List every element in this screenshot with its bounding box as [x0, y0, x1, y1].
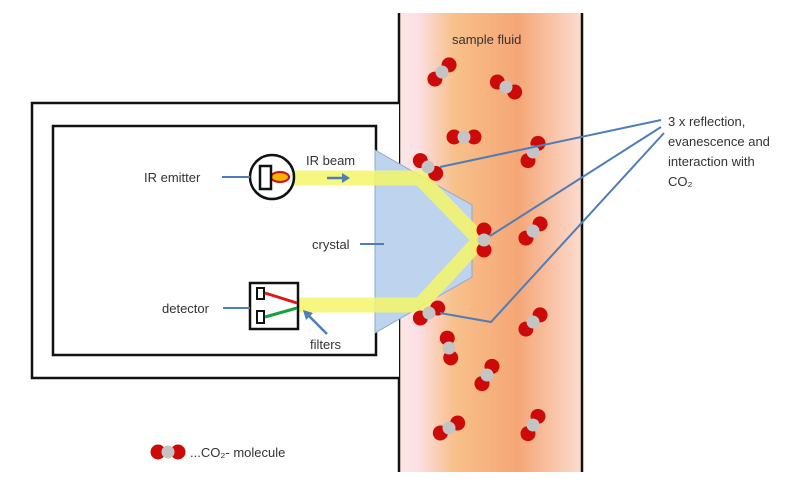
co2-molecule: [427, 57, 457, 87]
co2-molecules: [412, 57, 548, 442]
sample-fluid-label: sample fluid: [452, 32, 521, 47]
detector: [248, 281, 300, 331]
crystal: [374, 149, 473, 334]
reflection-annotation: 3 x reflection, evanescence and interact…: [668, 114, 774, 189]
ir-emitter: [248, 153, 296, 201]
annotation-line-4: CO₂: [668, 174, 693, 189]
reflection-leader-lines: [439, 119, 665, 324]
green-filter-path: [264, 306, 298, 319]
legend-co2-molecule-icon: [150, 444, 186, 460]
crystal-label: crystal: [312, 237, 350, 252]
red-filter-path: [264, 291, 298, 305]
annotation-line-1: 3 x reflection,: [668, 114, 745, 129]
ir-beam-label: IR beam: [306, 153, 355, 168]
filters-arrow-icon: [303, 310, 328, 335]
ir-emitter-label: IR emitter: [144, 170, 201, 185]
annotation-line-3: interaction with: [668, 154, 755, 169]
filters-label: filters: [310, 337, 342, 352]
co2-molecule: [474, 358, 500, 392]
co2-molecule: [520, 408, 546, 442]
co2-molecule: [489, 74, 523, 100]
co2-molecule: [518, 216, 548, 246]
emitter-flame-icon: [270, 171, 290, 183]
co2-molecule: [518, 307, 548, 337]
detector-label: detector: [162, 301, 210, 316]
co2-molecule: [446, 129, 482, 145]
legend-label: ...CO₂- molecule: [190, 445, 285, 460]
annotation-line-2: evanescence and: [668, 134, 770, 149]
beam-arrow-icon: [327, 173, 350, 183]
co2-molecule: [439, 330, 459, 366]
co2-molecule: [412, 300, 446, 326]
co2-molecule: [432, 415, 466, 441]
co2-molecule: [412, 153, 444, 181]
co2-molecule-icon: [150, 444, 186, 460]
co2-molecule: [476, 222, 492, 258]
